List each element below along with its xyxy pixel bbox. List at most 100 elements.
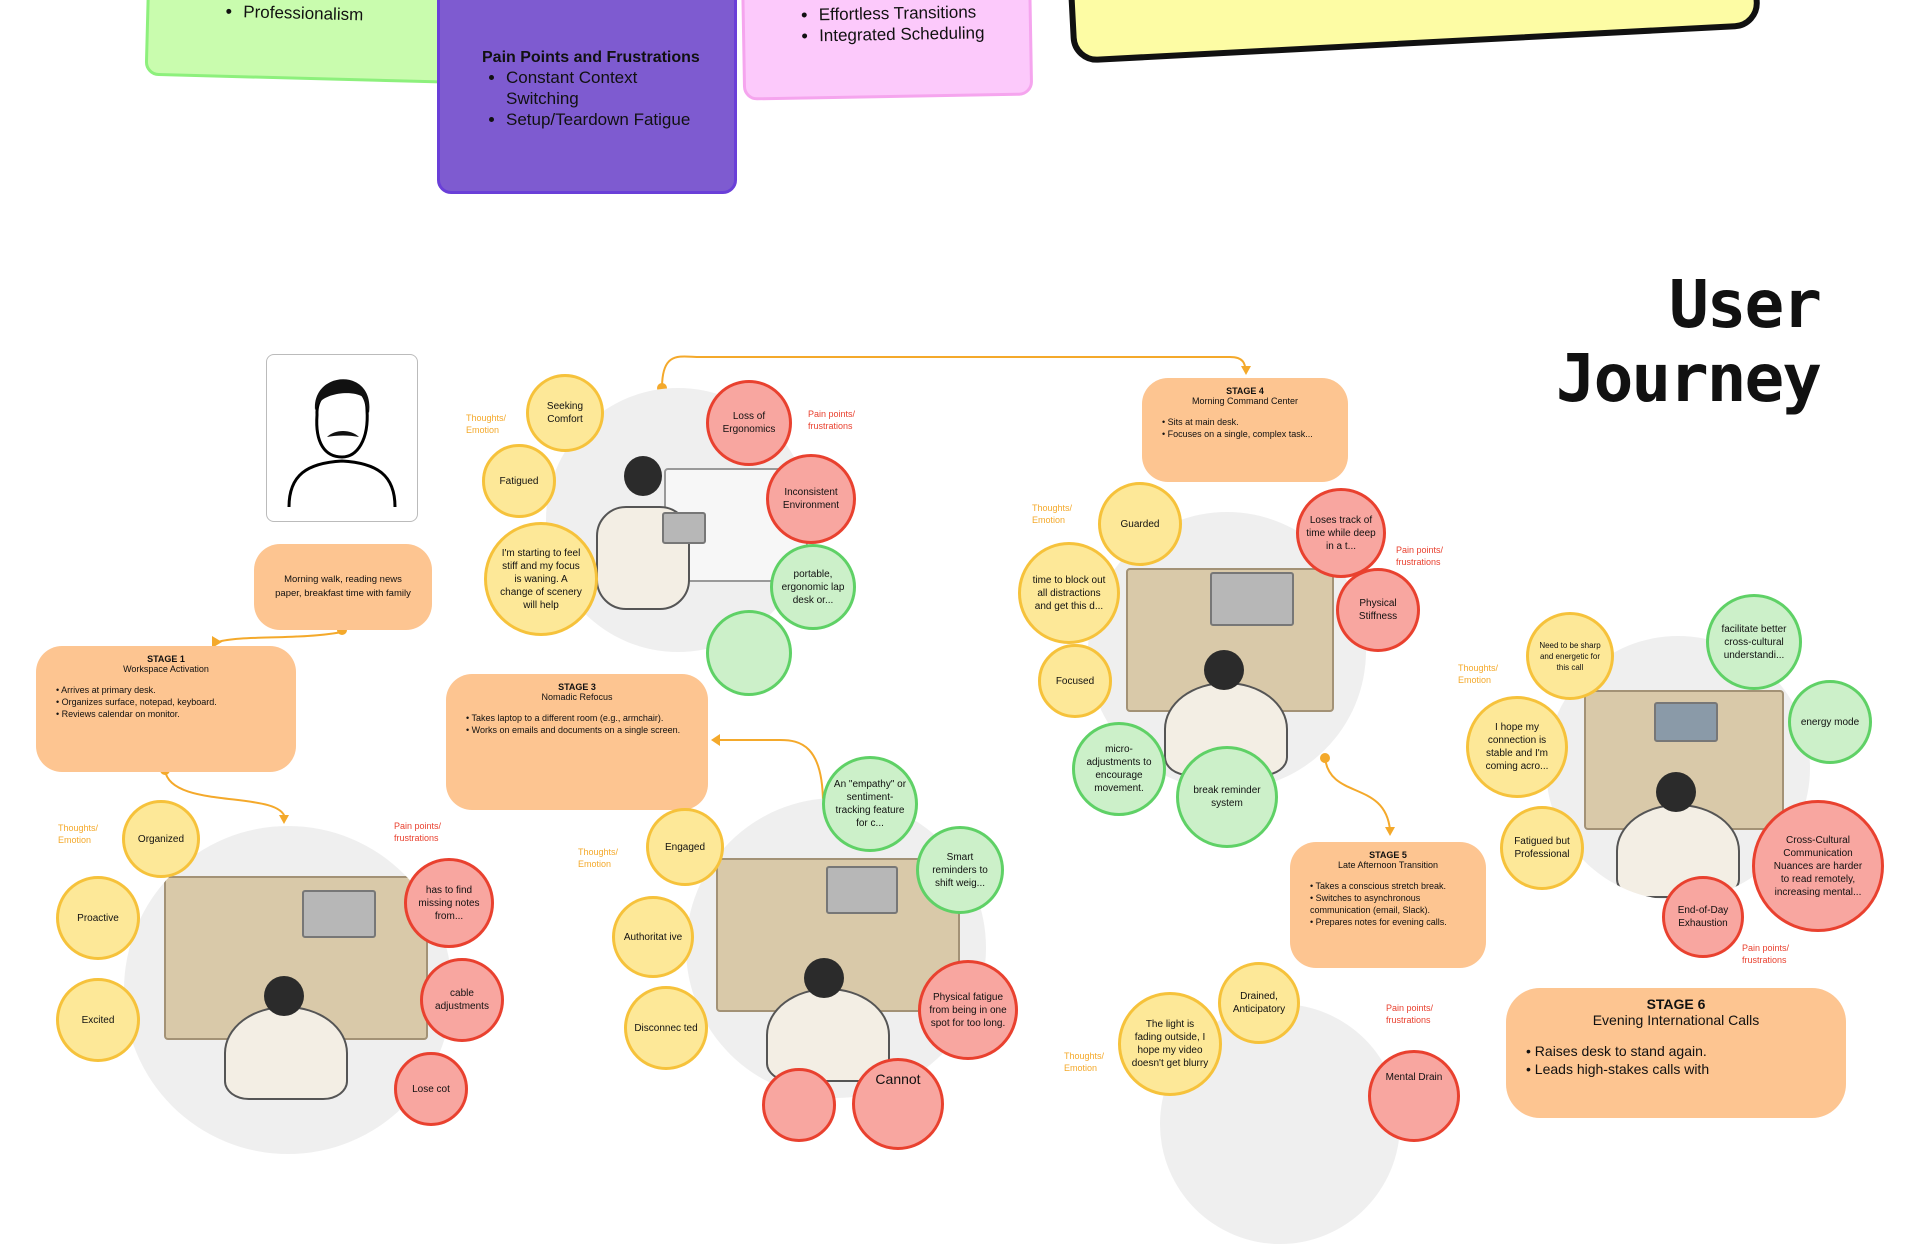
stage-6-card: STAGE 6 Evening International Calls Rais… xyxy=(1506,988,1846,1118)
emotion-bubble: Engaged xyxy=(646,808,724,886)
stage-item: Leads high-stakes calls with xyxy=(1526,1060,1832,1078)
label-thoughts: Thoughts/ Emotion xyxy=(578,847,619,869)
pain-bubble: Physical fatigue from being in one spot … xyxy=(918,960,1018,1060)
pain-bubble xyxy=(762,1068,836,1142)
idea-bubble: portable, ergonomic lap desk or... xyxy=(770,544,856,630)
idea-bubble: Smart reminders to shift weig... xyxy=(916,826,1004,914)
stage-title: STAGE 4 xyxy=(1226,386,1264,396)
stage-item: Arrives at primary desk. xyxy=(56,684,282,696)
stage-5-card: STAGE 5 Late Afternoon Transition Takes … xyxy=(1290,842,1486,968)
idea-bubble: micro-adjustments to encourage movement. xyxy=(1072,722,1166,816)
persona-morning-note: Morning walk, reading news paper, breakf… xyxy=(254,544,432,630)
label-pain: Pain points/ frustrations xyxy=(1386,1003,1434,1025)
emotion-bubble: Proactive xyxy=(56,876,140,960)
pain-bubble: Lose cot xyxy=(394,1052,468,1126)
pain-bubble: Physical Stiffness xyxy=(1336,568,1420,652)
label-thoughts: Thoughts/ Emotion xyxy=(58,823,99,845)
stage-name: Late Afternoon Transition xyxy=(1337,860,1439,870)
emotion-bubble: Guarded xyxy=(1098,482,1182,566)
stage-4-card: STAGE 4 Morning Command Center Sits at m… xyxy=(1142,378,1348,482)
person-head xyxy=(624,456,662,496)
label-thoughts: Thoughts/ Emotion xyxy=(1064,1051,1105,1073)
stage-item: Organizes surface, notepad, keyboard. xyxy=(56,696,282,708)
title-line-1: User xyxy=(1669,266,1822,343)
arrow-head xyxy=(279,815,289,824)
label-pain: Pain points/ frustrations xyxy=(1396,545,1444,567)
stage-title: STAGE 3 xyxy=(558,682,596,692)
idea-bubble: facilitate better cross-cultural underst… xyxy=(1706,594,1802,690)
stage-title: STAGE 1 xyxy=(147,654,185,664)
emotion-bubble: time to block out all distractions and g… xyxy=(1018,542,1120,644)
emotion-bubble: Disconnec ted xyxy=(624,986,708,1070)
emotion-bubble: Organized xyxy=(122,800,200,878)
stage-name: Evening International Calls xyxy=(1592,1012,1760,1028)
person-head xyxy=(804,958,844,998)
emotion-bubble: Excited xyxy=(56,978,140,1062)
label-thoughts: Thoughts/ Emotion xyxy=(1032,503,1073,525)
page-title: User Journey xyxy=(1440,266,1822,417)
purple-note: Pain Points and Frustrations Constant Co… xyxy=(437,0,737,194)
label-pain: Pain points/ frustrations xyxy=(1742,943,1790,965)
stage-title: STAGE 5 xyxy=(1369,850,1407,860)
person-head xyxy=(264,976,304,1016)
label-thoughts: Thoughts/ Emotion xyxy=(1458,663,1499,685)
stage-name: Workspace Activation xyxy=(123,664,209,674)
laptop xyxy=(662,512,706,544)
emotion-bubble: Seeking Comfort xyxy=(526,374,604,452)
pain-bubble: Loses track of time while deep in a t... xyxy=(1296,488,1386,578)
stage-name: Morning Command Center xyxy=(1191,396,1299,406)
note-item: Constant Context Switching xyxy=(506,67,656,109)
stage-item: Reviews calendar on monitor. xyxy=(56,708,282,720)
pain-bubble: Mental Drain xyxy=(1368,1050,1460,1142)
connector-dot xyxy=(1320,753,1330,763)
note-title: Pain Points and Frustrations xyxy=(482,49,700,66)
stage-name: Nomadic Refocus xyxy=(541,692,613,702)
stage-title: STAGE 6 xyxy=(1646,996,1706,1012)
stage-1-card: STAGE 1 Workspace Activation Arrives at … xyxy=(36,646,296,772)
emotion-bubble: Fatigued but Professional xyxy=(1500,806,1584,890)
laptop xyxy=(302,890,376,938)
connector-stage2-stage4 xyxy=(661,355,1247,389)
persona-avatar-card xyxy=(266,354,418,522)
stage-item: Switches to asynchronous communication (… xyxy=(1310,892,1472,916)
stage-item: Takes a conscious stretch break. xyxy=(1310,880,1472,892)
label-pain: Pain points/ frustrations xyxy=(394,821,442,843)
arrow-head xyxy=(1385,827,1395,836)
arrow-head xyxy=(212,636,222,648)
connector-stage1-scene1 xyxy=(164,769,286,819)
person-head xyxy=(1656,772,1696,812)
stage-item: Works on emails and documents on a singl… xyxy=(466,724,694,736)
connector-scene4-stage5 xyxy=(1324,757,1391,831)
emotion-bubble: I'm starting to feel stiff and my focus … xyxy=(484,522,598,636)
label-thoughts: Thoughts/ Emotion xyxy=(466,413,507,435)
note-item: Setup/Teardown Fatigue xyxy=(506,109,734,130)
title-line-2: Journey xyxy=(1555,340,1822,417)
idea-bubble: break reminder system xyxy=(1176,746,1278,848)
pain-bubble: Cross-Cultural Communication Nuances are… xyxy=(1752,800,1884,932)
label-pain: Pain points/ frustrations xyxy=(808,409,856,431)
connector-persona-stage1 xyxy=(217,631,343,643)
pain-bubble: End-of-Day Exhaustion xyxy=(1662,876,1744,958)
stage-item: Sits at main desk. xyxy=(1162,416,1334,428)
emotion-bubble: The light is fading outside, I hope my v… xyxy=(1118,992,1222,1096)
pain-bubble: cable adjustments xyxy=(420,958,504,1042)
laptop xyxy=(1654,702,1718,742)
emotion-bubble: Fatigued xyxy=(482,444,556,518)
person xyxy=(224,1006,348,1100)
stage-item: Raises desk to stand again. xyxy=(1526,1042,1832,1060)
stage-item: Prepares notes for evening calls. xyxy=(1310,916,1472,928)
journey-connectors xyxy=(160,355,1395,836)
emotion-bubble: Focused xyxy=(1038,644,1112,718)
persona-illustration xyxy=(287,379,397,508)
connector-scene3-stage3 xyxy=(718,739,824,805)
emotion-bubble: I hope my connection is stable and I'm c… xyxy=(1466,696,1568,798)
emotion-bubble: Drained, Anticipatory xyxy=(1218,962,1300,1044)
idea-bubble: An "empathy" or sentiment-tracking featu… xyxy=(822,756,918,852)
emotion-bubble: Need to be sharp and energetic for this … xyxy=(1526,612,1614,700)
arrow-head xyxy=(711,734,720,746)
arrow-head xyxy=(1241,366,1251,375)
idea-bubble: energy mode xyxy=(1788,680,1872,764)
idea-bubble xyxy=(706,610,792,696)
emotion-bubble: Authoritat ive xyxy=(612,896,694,978)
stage-3-card: STAGE 3 Nomadic Refocus Takes laptop to … xyxy=(446,674,708,810)
